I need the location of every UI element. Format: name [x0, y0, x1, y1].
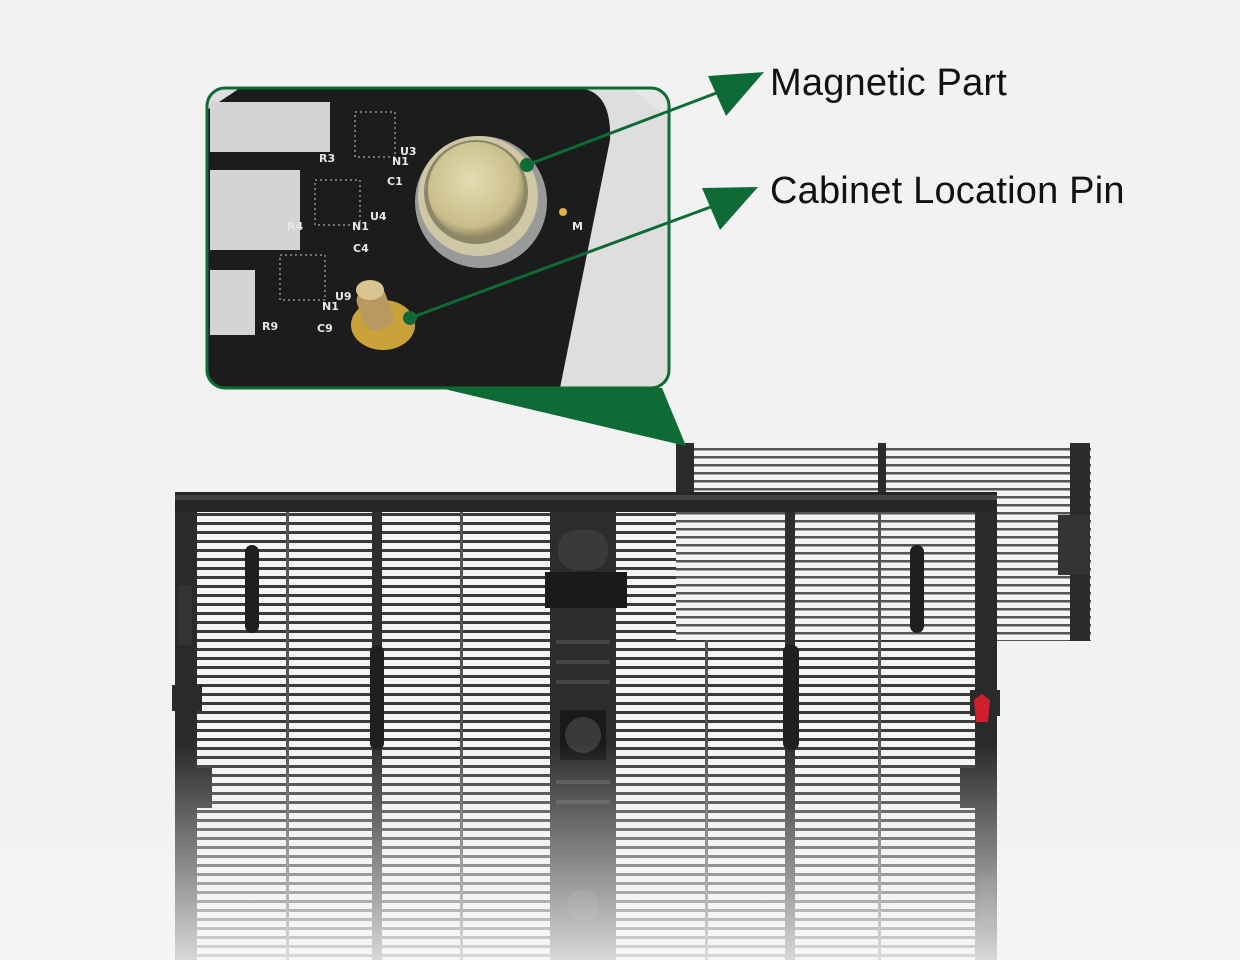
silk-u9: U9 [335, 290, 352, 303]
silk-r9: R9 [262, 320, 278, 333]
silk-c9: C9 [317, 322, 333, 335]
magnetic-part-label: Magnetic Part [770, 62, 1008, 104]
callout-pointer [440, 388, 686, 446]
silk-c1: C1 [387, 175, 403, 188]
location-pin [351, 280, 415, 350]
silk-u3: U3 [400, 145, 417, 158]
arrow-magnetic-part [520, 72, 764, 172]
callout-frame [205, 86, 671, 390]
cabinet-location-pin-label: Cabinet Location Pin [770, 170, 1125, 212]
silk-r4: R4 [287, 220, 303, 233]
magnet [415, 136, 547, 268]
silk-m: M [572, 220, 583, 233]
zoom-callout: U3 N1 R3 C1 U4 N1 R4 C4 U9 N1 R9 C9 M [207, 88, 669, 388]
silk-u4: U4 [370, 210, 387, 223]
silk-n1-b: N1 [352, 220, 369, 233]
silk-c4: C4 [353, 242, 369, 255]
silk-n1: N1 [392, 155, 409, 168]
silk-r3: R3 [319, 152, 335, 165]
arrow-location-pin [403, 187, 758, 325]
silk-n1-c: N1 [322, 300, 339, 313]
